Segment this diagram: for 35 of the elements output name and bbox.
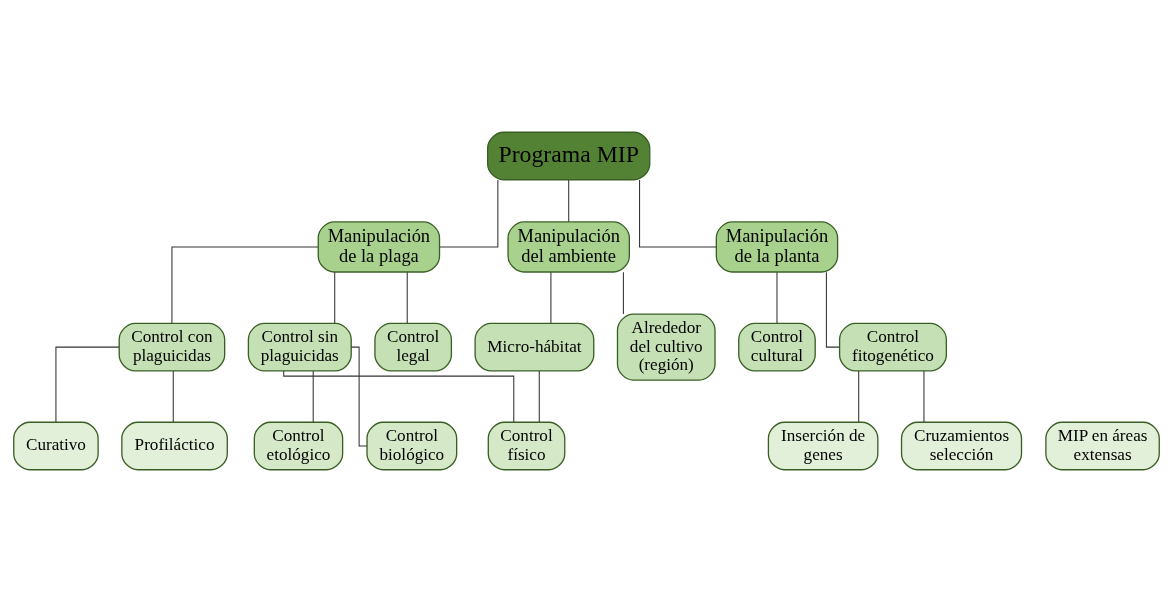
connector xyxy=(312,370,314,423)
connector xyxy=(776,271,778,324)
connector xyxy=(858,370,860,423)
connector xyxy=(350,346,368,447)
connector xyxy=(923,370,925,423)
connector xyxy=(622,271,624,315)
connector xyxy=(439,179,499,248)
connector xyxy=(538,370,540,423)
node-box: Profiláctico xyxy=(121,421,228,471)
node-box: Manipulación de la planta xyxy=(715,221,839,273)
node-box: Micro-hábitat xyxy=(474,322,595,372)
connector xyxy=(171,246,319,324)
node-box: Alrededor del cultivo (región) xyxy=(616,313,716,381)
connector xyxy=(550,271,552,324)
node-box: Control etológico xyxy=(253,421,344,471)
node-box: Control físico xyxy=(487,421,566,471)
node-box: Manipulación del ambiente xyxy=(507,221,630,273)
node-box: Control fitogenético xyxy=(838,322,947,372)
node-box: Curativo xyxy=(13,421,99,471)
node-box: Control legal xyxy=(374,322,453,372)
connector xyxy=(639,179,717,248)
connector xyxy=(406,271,408,324)
connector xyxy=(568,179,570,223)
connector xyxy=(334,271,336,324)
node-box: Control con plaguicidas xyxy=(118,322,226,372)
connector xyxy=(55,346,120,423)
node-box: Control biológico xyxy=(366,421,458,471)
node-box: Cruzamientos selección xyxy=(900,421,1023,471)
node-box: Inserción de genes xyxy=(767,421,879,471)
node-box: Control cultural xyxy=(738,322,816,372)
node-box: Programa MIP xyxy=(486,131,651,181)
node-box: Control sin plaguicidas xyxy=(247,322,352,372)
node-box: MIP en áreas extensas xyxy=(1045,421,1160,471)
connector xyxy=(172,370,174,423)
node-box: Manipulación de la plaga xyxy=(317,221,441,273)
